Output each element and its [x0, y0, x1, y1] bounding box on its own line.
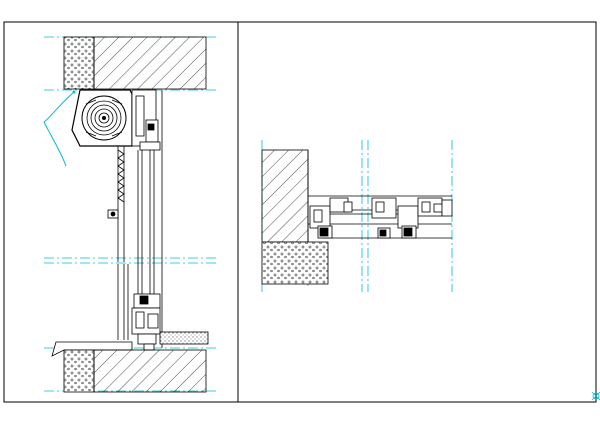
shutter-curtain	[107, 146, 125, 262]
sash-profile	[417, 197, 453, 217]
glazing-vertical	[137, 90, 163, 348]
roller-shutter-box	[43, 89, 133, 167]
cad-crosshair	[591, 391, 600, 401]
mullion-profile	[371, 197, 419, 239]
lintel-block	[63, 36, 207, 90]
sheet-frame	[3, 21, 597, 403]
upper-frame-profile	[131, 89, 161, 151]
vertical-section-view	[43, 36, 218, 393]
wall-jamb	[261, 149, 329, 285]
sill-assembly	[51, 331, 209, 357]
horizontal-section-view	[261, 140, 453, 292]
jamb-profile	[309, 197, 353, 239]
lower-frame-profile	[131, 293, 161, 351]
parapet-block	[63, 349, 207, 393]
lower-guide	[117, 264, 129, 340]
